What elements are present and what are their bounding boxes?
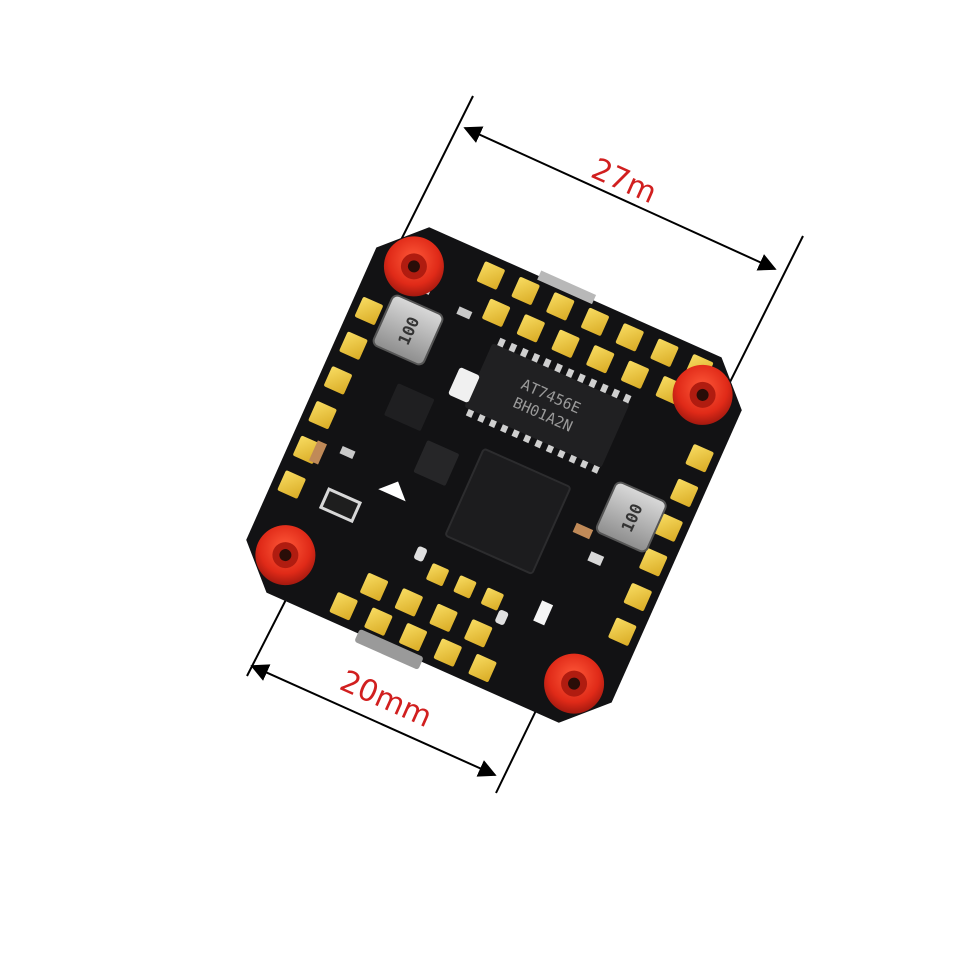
inductor-right: 100 — [595, 481, 667, 553]
dimension-label-top: 27m — [586, 152, 662, 211]
chip-pin — [622, 393, 632, 405]
grommet — [383, 236, 444, 297]
top-connector — [537, 270, 597, 305]
solder-pad — [670, 479, 699, 507]
chip-pin — [519, 347, 529, 359]
grommet — [255, 525, 316, 586]
regulator-chip — [384, 383, 435, 431]
mcu-chip — [445, 448, 571, 575]
usb-port — [355, 629, 423, 670]
solder-pad — [433, 638, 462, 667]
solder-pad — [654, 513, 683, 542]
flight-controller-board: 100 100 AT7456E BH01A2N — [246, 227, 742, 723]
solder-pad — [482, 298, 511, 327]
chip-pin — [610, 388, 621, 400]
solder-pad — [476, 261, 505, 290]
grommet — [544, 653, 605, 714]
dimension-arrow-20 — [250, 664, 497, 777]
chip-pin — [576, 373, 586, 384]
chip-pin — [565, 368, 575, 379]
solder-pads — [277, 261, 714, 682]
solder-pad — [426, 563, 449, 586]
solder-pad — [481, 587, 504, 611]
solder-pad — [511, 277, 540, 305]
solder-pad — [685, 444, 714, 473]
solder-pad — [608, 617, 637, 646]
solder-pad — [551, 329, 580, 358]
solder-pad — [429, 603, 458, 632]
solder-pad — [623, 583, 652, 611]
orientation-arrow-icon — [378, 481, 406, 502]
chip-pin — [553, 363, 563, 374]
solder-pad — [586, 345, 615, 374]
chip-pin — [508, 342, 518, 354]
solder-pad — [394, 588, 423, 617]
grommet — [672, 364, 733, 425]
chip-pin — [530, 352, 541, 364]
solder-pad — [399, 623, 427, 651]
osd-chip: AT7456E BH01A2N — [465, 337, 632, 474]
solder-pad — [324, 366, 352, 395]
dimension-label-bottom: 20mm — [335, 664, 438, 735]
solder-pad — [364, 607, 393, 636]
solder-pad — [339, 331, 368, 360]
dimension-arrow-27 — [463, 126, 777, 271]
solder-pad — [581, 307, 609, 336]
solder-pad — [468, 654, 497, 682]
solder-pad — [639, 548, 668, 577]
chip-pin — [588, 378, 598, 390]
solder-pad — [650, 338, 679, 367]
solder-pad — [360, 573, 388, 601]
mounting-grommets — [255, 236, 733, 714]
solder-pad — [453, 575, 477, 599]
inductor-left: 100 — [372, 294, 444, 366]
solder-pad — [464, 619, 493, 648]
chip-pin — [496, 337, 506, 349]
imu-chip — [413, 440, 459, 486]
solder-pad — [546, 292, 575, 321]
solder-pad — [329, 592, 358, 621]
solder-pad — [355, 297, 383, 325]
solder-pad — [621, 360, 649, 389]
chip-pin — [599, 383, 609, 395]
solder-pad — [615, 323, 644, 352]
solder-pad — [516, 314, 545, 343]
chip-pin — [542, 358, 552, 369]
solder-pad — [277, 470, 306, 499]
solder-pad — [308, 401, 337, 429]
